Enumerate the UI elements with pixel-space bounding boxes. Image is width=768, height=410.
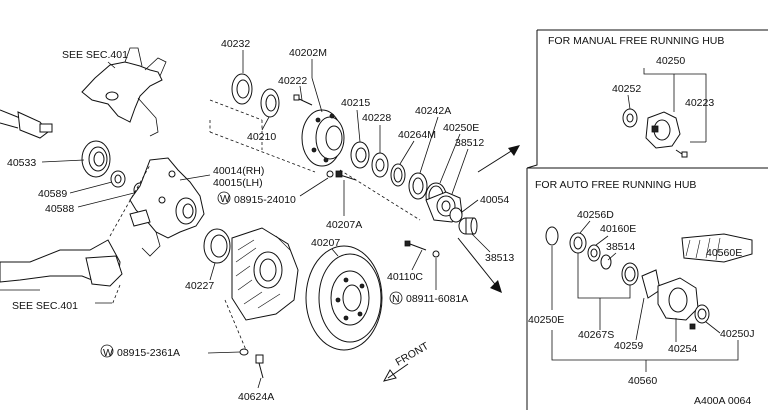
label-40227: 40227	[185, 280, 214, 292]
label-40215: 40215	[341, 97, 370, 109]
label-40207a: 40207A	[326, 219, 362, 231]
seal-40232	[231, 73, 253, 105]
label-08915-2361a: 08915-2361A	[117, 347, 180, 359]
washer-40228	[371, 152, 389, 178]
auto-hub-title: FOR AUTO FREE RUNNING HUB	[535, 179, 696, 191]
label-38514: 38514	[606, 241, 635, 253]
tie-rod-end	[0, 109, 53, 139]
brake-rotor-40207	[305, 245, 383, 351]
label-40560: 40560	[628, 375, 657, 387]
see-sec-401-bottom: SEE SEC.401	[12, 300, 78, 312]
label-40015: 40015(LH)	[213, 177, 263, 189]
manual-hub-panel	[526, 29, 768, 169]
front-direction-arrow	[383, 363, 409, 382]
label-08915-24010: 08915-24010	[234, 194, 296, 206]
bolt-40624a	[239, 348, 264, 379]
label-40589: 40589	[38, 188, 67, 200]
label-08911-6081a: 08911-6081A	[406, 293, 468, 305]
label-40588: 40588	[45, 203, 74, 215]
lower-arm	[0, 164, 151, 306]
diagram-code: A400A 0064	[694, 395, 751, 407]
label-38513: 38513	[485, 252, 514, 264]
label-40232: 40232	[221, 38, 250, 50]
steering-knuckle	[129, 157, 205, 257]
front-label: FRONT	[394, 340, 432, 369]
label-40054: 40054	[480, 194, 509, 206]
bearing-40533	[81, 140, 111, 178]
auto-hub-parts	[545, 226, 753, 330]
label-40014: 40014(RH)	[213, 165, 264, 177]
label-40207: 40207	[311, 237, 340, 249]
see-sec-401-top: SEE SEC.401	[62, 49, 128, 61]
ring-40242a	[408, 172, 428, 200]
arrow-to-auto-hub	[457, 237, 502, 293]
label-40533: 40533	[7, 157, 36, 169]
label-40222: 40222	[278, 75, 307, 87]
seal-40054	[449, 207, 463, 223]
label-40267s: 40267S	[578, 329, 614, 341]
label-38512: 38512	[455, 137, 484, 149]
washer-prefix-1: W	[220, 193, 230, 205]
label-40252: 40252	[612, 83, 641, 95]
label-40160e: 40160E	[600, 223, 636, 235]
manual-hub-parts	[622, 108, 688, 158]
label-40254: 40254	[668, 343, 697, 355]
label-40110c: 40110C	[387, 271, 423, 283]
label-40624a: 40624A	[238, 391, 274, 403]
label-40250e-auto: 40250E	[528, 314, 564, 326]
seal-40227	[203, 228, 231, 264]
manual-hub-title: FOR MANUAL FREE RUNNING HUB	[548, 35, 724, 47]
cap-38513	[458, 217, 478, 235]
hub-group-outline	[209, 99, 421, 221]
auto-hub-panel	[526, 167, 768, 410]
label-40560e: 40560E	[706, 247, 742, 259]
label-40202m: 40202M	[289, 47, 327, 59]
label-40223: 40223	[685, 97, 714, 109]
label-40259: 40259	[614, 340, 643, 352]
upper-knuckle-arm	[81, 47, 167, 137]
washer-prefix-2: W	[103, 347, 113, 359]
label-40264m: 40264M	[398, 129, 436, 141]
nut-prefix: N	[392, 293, 400, 305]
stud-40222	[293, 94, 313, 106]
label-40250j: 40250J	[720, 328, 754, 340]
arrow-to-manual-hub	[477, 145, 520, 173]
bolt-40207a	[326, 170, 357, 181]
ring-40264m	[390, 163, 406, 187]
dust-shield	[231, 227, 299, 321]
label-40228: 40228	[362, 112, 391, 124]
washer-40589	[110, 170, 126, 188]
bolt-40110c	[404, 240, 440, 258]
bearing-40210	[260, 88, 280, 118]
label-40210: 40210	[247, 131, 276, 143]
label-40256d: 40256D	[577, 209, 614, 221]
label-40242a: 40242A	[415, 105, 451, 117]
label-40250e-top: 40250E	[443, 122, 479, 134]
label-40250: 40250	[656, 55, 685, 67]
bearing-40215	[350, 141, 370, 169]
hub-40202m	[301, 109, 345, 167]
